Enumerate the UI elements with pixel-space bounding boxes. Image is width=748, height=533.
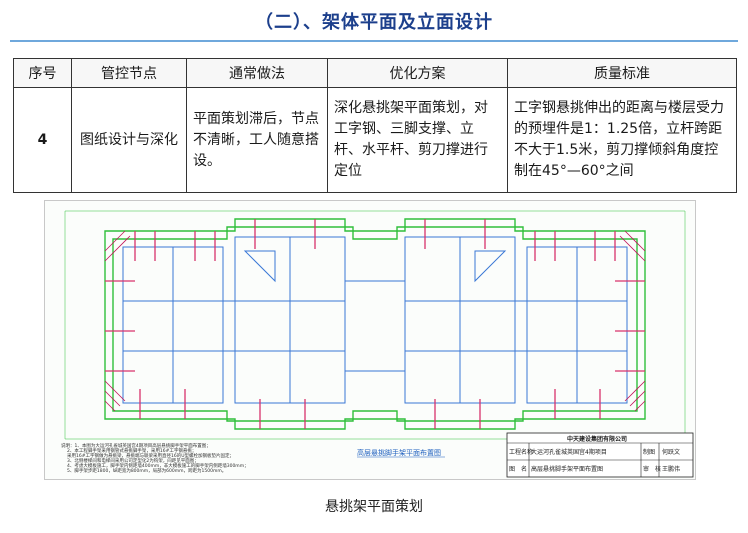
cantilever-beams xyxy=(105,219,645,429)
note-line: 2、本工程脚手架采用钢管式悬挑脚手架，采用16#工字钢悬挑； xyxy=(67,447,196,454)
col-header-optimized: 优化方案 xyxy=(327,58,508,88)
title-block-company: 中天建设集团有限公司 xyxy=(567,435,627,443)
title-block-drawing-label: 图 名 xyxy=(509,465,527,473)
cell-common: 平面策划滞后，节点不清晰，工人随意搭设。 xyxy=(186,87,328,193)
scaffold-plan-drawing: 说明：1、本图为大运河孔雀城英国宫4期项目高层悬挑脚手架平面布置图； 2、本工程… xyxy=(44,200,696,480)
title-block-drawn-label: 制图 xyxy=(643,448,655,456)
title-block-project: 大运河孔雀城英国宫4期项目 xyxy=(531,448,607,456)
cell-optimized: 深化悬挑架平面策划，对工字钢、三脚支撑、立杆、水平杆、剪刀撑进行定位 xyxy=(327,87,508,193)
building-walls xyxy=(122,236,628,404)
note-line: 说明：1、本图为大运河孔雀城英国宫4期项目高层悬挑脚手架平面布置图； xyxy=(61,442,211,449)
slide-title: （二）、架体平面及立面设计 xyxy=(255,12,493,33)
col-header-no: 序号 xyxy=(13,58,72,88)
title-divider xyxy=(10,40,738,42)
scaffold-outline xyxy=(104,218,646,430)
note-line: 3、北侧楼梯间和电梯间采用公司定型化2为钩架，间距见平面图； xyxy=(67,457,199,464)
cell-standard: 工字钢悬挑伸出的距离与楼层受力的预埋件是1：1.25倍，立杆跨距不大于1.5米，… xyxy=(507,87,737,193)
title-block-drawn-by: 何跃文 xyxy=(662,448,680,456)
note-line: 5、脚手架步距1800，纵距宽为800mm，局部为600mm，跨距为1500mm… xyxy=(67,467,226,474)
note-line: 采用16#工字钢做为悬挑梁，悬挑端与联梁采用直径16的U型螺栓加钢板垫片固定； xyxy=(67,452,234,459)
title-block-drawing-name: 高层悬挑脚手架平面布置图 xyxy=(531,465,603,473)
control-table: 序号 管控节点 通常做法 优化方案 质量标准 4 图纸设计与深化 平面策划滞后，… xyxy=(13,58,737,193)
col-header-common: 通常做法 xyxy=(186,58,328,88)
dimension-lines xyxy=(64,210,686,440)
drawing-notes: 说明：1、本图为大运河孔雀城英国宫4期项目高层悬挑脚手架平面布置图； 2、本工程… xyxy=(61,442,249,474)
col-header-node: 管控节点 xyxy=(71,58,187,88)
corner-supports xyxy=(104,230,646,412)
title-block: 中天建设集团有限公司 工程名称 大运河孔雀城英国宫4期项目 制图 何跃文 图 名… xyxy=(506,432,694,478)
col-header-standard: 质量标准 xyxy=(507,58,737,88)
title-block-reviewed-by: 王鹏伟 xyxy=(662,465,680,473)
cell-no: 4 xyxy=(13,87,72,193)
table-row: 4 图纸设计与深化 平面策划滞后，节点不清晰，工人随意搭设。 深化悬挑架平面策划… xyxy=(13,87,737,193)
plan-svg: 说明：1、本图为大运河孔雀城英国宫4期项目高层悬挑脚手架平面布置图； 2、本工程… xyxy=(61,210,694,478)
table-header-row: 序号 管控节点 通常做法 优化方案 质量标准 xyxy=(13,58,737,88)
title-block-project-label: 工程名称 xyxy=(509,448,533,456)
cell-node: 图纸设计与深化 xyxy=(71,87,187,193)
note-line: 4、考虑大模板施工，脚手架内侧距墙400mm，非大模板施工的脚手架内侧距墙300… xyxy=(67,462,249,469)
title-block-review-label: 审 核 xyxy=(643,465,661,473)
plan-title: 高层悬挑脚手架平面布置图 xyxy=(357,448,441,457)
figure-caption: 悬挑架平面策划 xyxy=(325,499,423,515)
